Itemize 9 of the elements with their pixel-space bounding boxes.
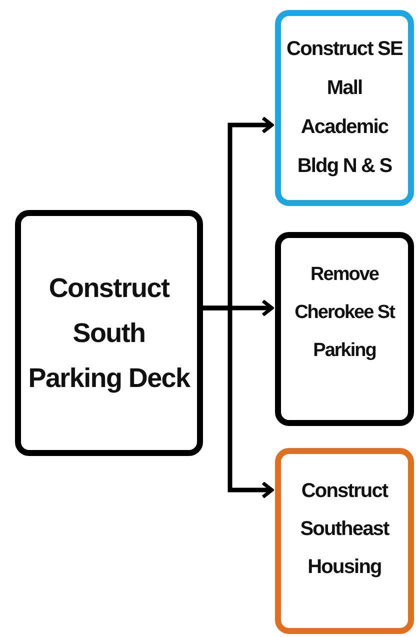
box-label: Construct South Parking Deck — [27, 272, 192, 395]
process-box — [15, 210, 203, 456]
process-box — [275, 10, 414, 206]
box-label: Construct Southeast Housing — [299, 479, 390, 580]
box-label: Remove Cherokee St Parking — [294, 263, 396, 363]
process-box — [275, 232, 414, 426]
arrow — [203, 306, 274, 499]
process-box — [275, 448, 414, 634]
box-label: Construct SE Mall Academic Bldg N & S — [286, 37, 404, 179]
